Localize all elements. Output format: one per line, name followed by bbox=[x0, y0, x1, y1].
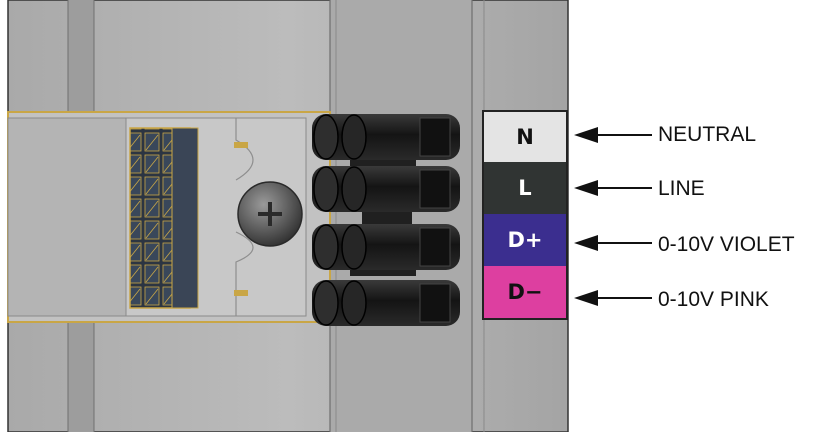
terminal-symbol-n: N bbox=[516, 125, 534, 149]
wire-label-neutral: NEUTRAL bbox=[658, 123, 757, 146]
wire-label-line: LINE bbox=[658, 177, 705, 200]
ground-screw bbox=[237, 181, 303, 247]
terminal-line-swatch: L bbox=[482, 162, 568, 214]
terminal-dim-negative-swatch: D− bbox=[482, 266, 568, 320]
terminal-neutral-swatch: N bbox=[482, 110, 568, 162]
connector-line bbox=[312, 166, 460, 212]
terminal-block bbox=[129, 127, 199, 309]
wire-label-violet: 0-10V VIOLET bbox=[658, 233, 795, 256]
terminal-symbol-l: L bbox=[518, 176, 532, 200]
wire-connectors bbox=[312, 114, 460, 326]
terminal-symbol-dplus: D+ bbox=[507, 228, 543, 252]
wire-label-pink: 0-10V PINK bbox=[658, 288, 769, 311]
terminal-dim-positive-swatch: D+ bbox=[482, 214, 568, 266]
terminal-symbol-dminus: D− bbox=[507, 280, 543, 304]
connector-neutral bbox=[312, 114, 460, 160]
connector-dim-positive bbox=[312, 224, 460, 270]
connector-dim-negative bbox=[312, 280, 460, 326]
callout-arrows bbox=[574, 127, 652, 306]
